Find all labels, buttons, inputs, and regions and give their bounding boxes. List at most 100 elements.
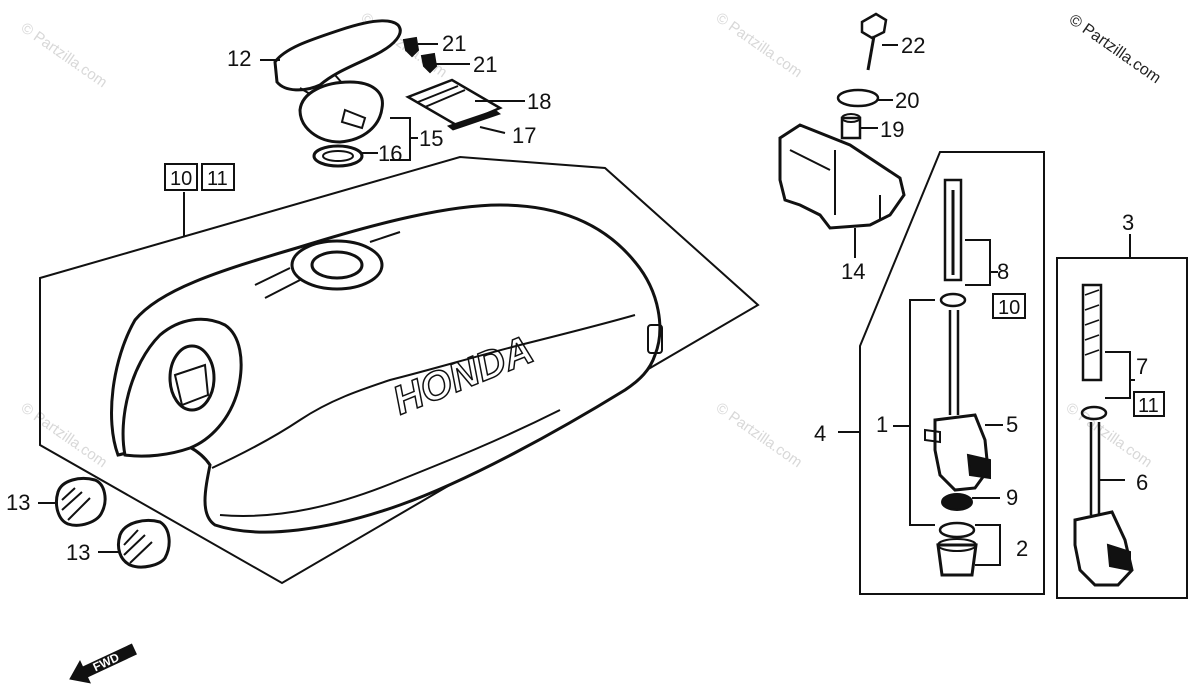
sediment-cup-2[interactable] xyxy=(936,543,978,577)
callout-3: 3 xyxy=(1122,210,1134,235)
tank-ref-boxes: 10 11 xyxy=(164,163,235,191)
fuel-cock-4-boundary xyxy=(859,151,1045,595)
fuel-cock-4-group xyxy=(838,151,1045,595)
callout-6: 6 xyxy=(1136,470,1148,495)
strainer-7-mesh xyxy=(1084,289,1100,356)
callout-2: 2 xyxy=(1016,536,1028,561)
tank-emblem-clip xyxy=(173,363,210,407)
ref-tank-11: 11 xyxy=(207,168,228,190)
fuel-cap-lock xyxy=(340,108,367,130)
screw-22-shank xyxy=(866,35,876,71)
callout-numbers: 1 2 3 4 5 6 7 8 9 12 13 13 14 15 16 17 1… xyxy=(6,31,1148,565)
cap-hinge-cover[interactable] xyxy=(273,19,402,92)
ref-box-tank-11 xyxy=(201,163,235,191)
mount-rubber-14[interactable] xyxy=(778,123,906,230)
callout-12: 12 xyxy=(227,46,251,71)
watermark: © Partzilla.com xyxy=(713,399,806,471)
fuel-cock-outlet xyxy=(924,428,941,444)
fuel-cock-6-lever[interactable] xyxy=(1106,543,1131,572)
bracket-8 xyxy=(965,239,991,286)
callout-13a: 13 xyxy=(6,490,30,515)
callout-17: 17 xyxy=(512,123,536,148)
watermark: © Partzilla.com xyxy=(18,19,111,91)
callout-16: 16 xyxy=(378,141,402,166)
ref-cock-10: 10 xyxy=(998,297,1020,319)
callout-19: 19 xyxy=(880,117,904,142)
callout-1: 1 xyxy=(876,412,888,437)
filler-neck xyxy=(290,239,384,291)
cap-leaders xyxy=(260,43,898,258)
screw-22[interactable] xyxy=(860,12,888,40)
seal-sheet-stripe xyxy=(417,85,466,108)
fuel-cock-body-6[interactable] xyxy=(1073,510,1134,587)
cock-gasket-9[interactable] xyxy=(941,493,973,511)
bracket-1-2 xyxy=(909,299,935,526)
fuel-cock-3-group xyxy=(1056,234,1188,599)
fuel-cock-lever[interactable] xyxy=(966,453,991,480)
callout-8: 8 xyxy=(997,259,1009,284)
callout-22: 22 xyxy=(901,33,925,58)
rear-mount-bracket xyxy=(647,324,663,354)
rubber-cap-13a-ribs xyxy=(61,487,91,521)
tank-emblem-mount xyxy=(168,344,216,412)
fuel-tank-group: HONDA xyxy=(39,155,760,585)
callout-21a: 21 xyxy=(442,31,466,56)
ref-cock-11: 11 xyxy=(1138,395,1159,417)
cap-screw-b[interactable] xyxy=(420,52,438,74)
callout-13b: 13 xyxy=(66,540,90,565)
sediment-cup-top xyxy=(937,538,977,552)
leader-17 xyxy=(479,126,506,134)
tank-group-boundary xyxy=(39,155,760,585)
fuel-cock-3-boundary xyxy=(1056,257,1188,599)
rubber-cap-13a[interactable] xyxy=(54,477,107,527)
cap-screw-a[interactable] xyxy=(402,36,420,58)
callout-7: 7 xyxy=(1136,354,1148,379)
callout-5: 5 xyxy=(1006,412,1018,437)
fuel-strainer-7[interactable] xyxy=(1081,283,1103,382)
tank-lower-edge xyxy=(219,409,561,517)
ref-box-tank-10 xyxy=(164,163,198,191)
fuel-cap[interactable] xyxy=(298,80,384,144)
callout-20: 20 xyxy=(895,88,919,113)
washer-20[interactable] xyxy=(836,88,880,108)
ref-box-cock-11 xyxy=(1133,391,1165,417)
cap-gasket[interactable] xyxy=(312,144,364,168)
rubber-cap-13b[interactable] xyxy=(116,519,171,569)
collar-19[interactable] xyxy=(840,116,862,140)
cap-13-group xyxy=(38,477,171,569)
callout-15: 15 xyxy=(419,126,443,151)
cock-ref-boxes: 10 11 xyxy=(992,293,1165,417)
callout-14: 14 xyxy=(841,259,865,284)
collar-19-top xyxy=(841,113,861,123)
watermark: © Partzilla.com xyxy=(18,399,111,471)
filler-opening xyxy=(310,250,364,280)
callout-18: 18 xyxy=(527,89,551,114)
fwd-label: FWD xyxy=(91,650,122,674)
cap-gasket-inner xyxy=(322,150,354,162)
bracket-7 xyxy=(1105,351,1131,399)
strainer-7-oring[interactable] xyxy=(1080,405,1108,421)
watermark-corner: © Partzilla.com xyxy=(1066,11,1164,87)
fuel-cap-group xyxy=(273,19,503,168)
fwd-arrow-icon xyxy=(69,643,137,684)
fuel-cock-body-1[interactable] xyxy=(933,413,990,492)
rubber-cap-13b-ribs xyxy=(123,529,153,564)
callout-21b: 21 xyxy=(473,52,497,77)
mount-bracket-group xyxy=(778,12,906,230)
bracket-2 xyxy=(975,524,1001,566)
mount-rubber-detail xyxy=(789,149,881,220)
filler-plate xyxy=(254,231,401,299)
forward-direction-indicator: FWD xyxy=(69,643,137,684)
ref-tank-10: 10 xyxy=(170,168,192,190)
ref-box-cock-10 xyxy=(992,293,1026,319)
tank-knee-recess xyxy=(121,317,243,458)
strainer-oring[interactable] xyxy=(939,292,967,308)
callout-9: 9 xyxy=(1006,485,1018,510)
callout-4: 4 xyxy=(814,421,826,446)
rubber-seal-sheet[interactable] xyxy=(405,78,503,128)
seal-sheet-strip[interactable] xyxy=(446,109,502,131)
cup-oring[interactable] xyxy=(938,521,976,539)
watermark: © Partzilla.com xyxy=(713,9,806,81)
